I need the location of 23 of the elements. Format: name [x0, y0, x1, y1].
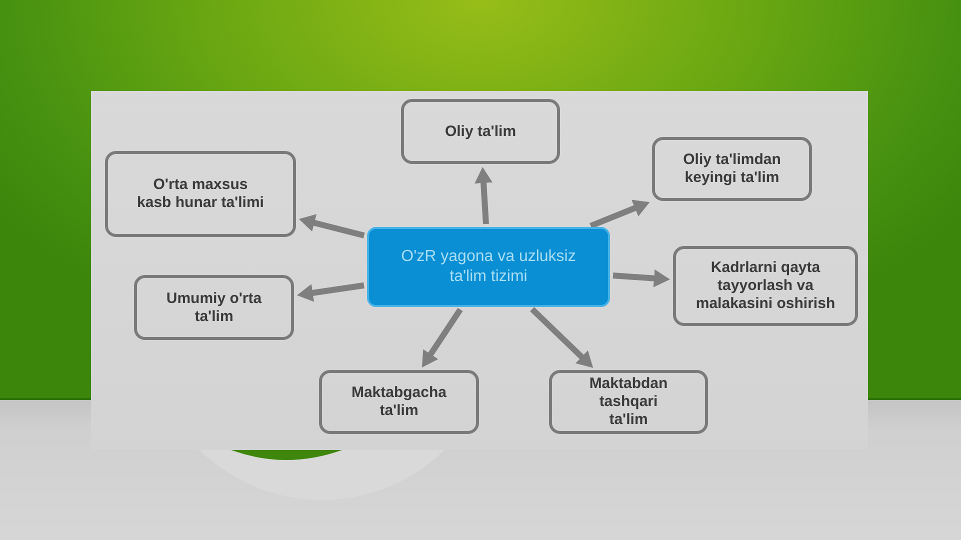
arrow	[612, 269, 670, 288]
rounded-box	[652, 137, 812, 201]
rounded-box	[319, 370, 479, 434]
rounded-box	[401, 99, 560, 164]
node-label: Oliy ta'limdan keyingi ta'lim	[682, 151, 782, 187]
arrow	[474, 167, 493, 224]
arrow	[422, 308, 463, 368]
node-label: Kadrlarni qayta tayyorlash va malakasini oshirish	[694, 259, 836, 313]
node-label: Umumiy o'rta ta'lim	[165, 290, 263, 326]
arrow	[530, 306, 594, 368]
node-label: Maktabdan tashqari ta'lim	[588, 375, 669, 429]
central-label: O'zR yagona va uzluksiz ta'lim tizimi	[400, 247, 577, 287]
node-label: Maktabgacha ta'lim	[350, 384, 448, 420]
node-label: Oliy ta'lim	[444, 122, 516, 140]
rounded-box	[134, 275, 294, 340]
arrow	[298, 214, 365, 238]
rounded-box	[105, 151, 296, 237]
rounded-box	[549, 370, 708, 434]
rounded-box	[673, 246, 858, 326]
arrow	[590, 200, 650, 229]
node-label: O'rta maxsus kasb hunar ta'limi	[136, 176, 265, 212]
arrow	[296, 282, 364, 302]
central-box	[367, 227, 610, 307]
